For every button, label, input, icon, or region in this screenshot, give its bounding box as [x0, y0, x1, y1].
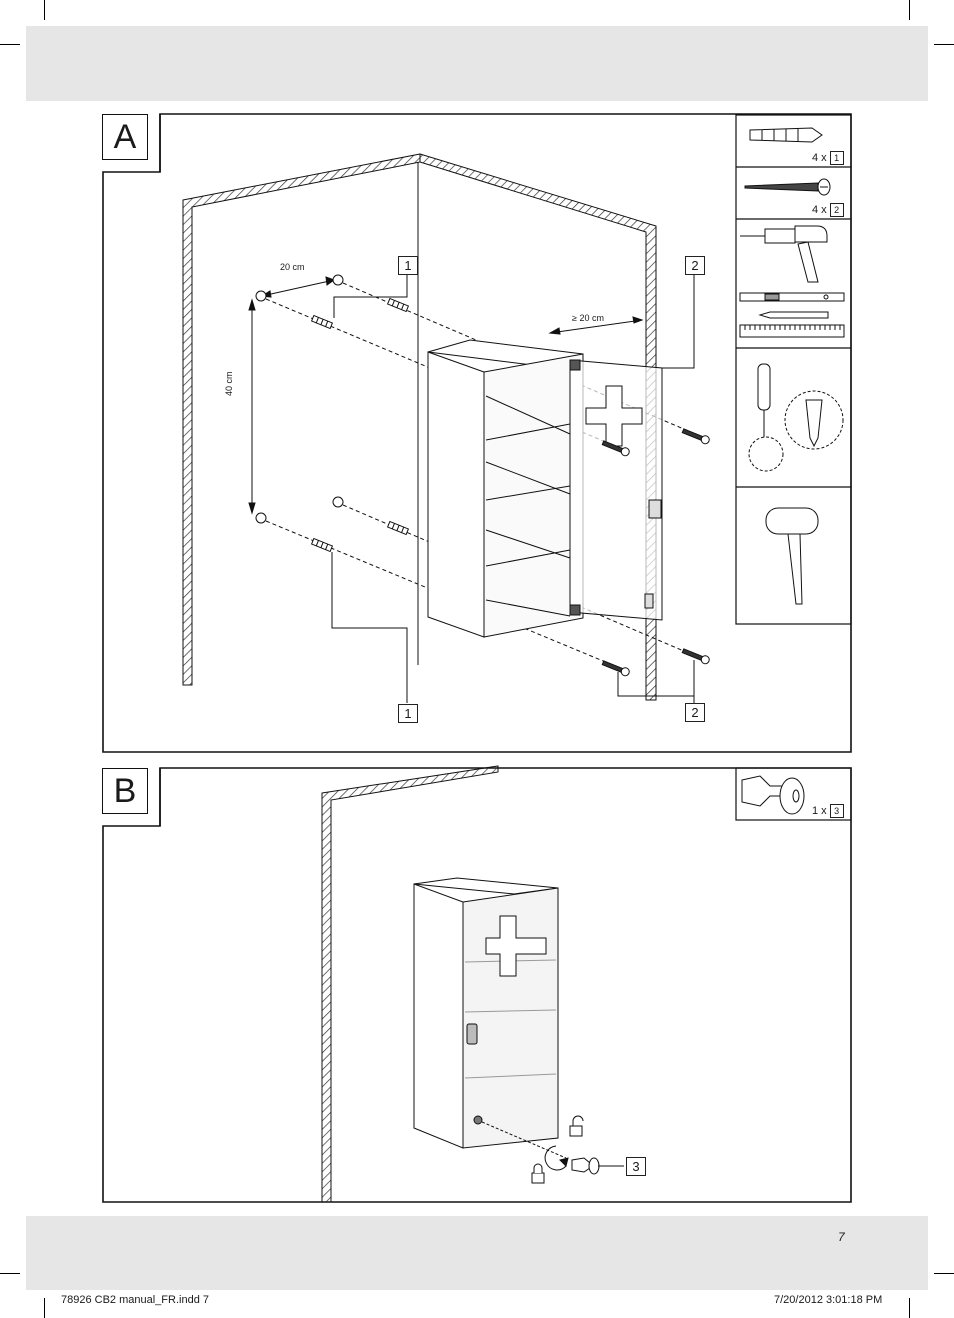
wall [321, 765, 499, 1203]
screw-icon [601, 428, 710, 677]
crop-mark [934, 1273, 954, 1274]
quantity-text: 4 x [812, 204, 827, 216]
callout-key: 3 [626, 1157, 646, 1176]
part-ref: 1 [829, 151, 844, 165]
panel-a-label: A [102, 114, 148, 160]
lock-icon [531, 1163, 545, 1184]
panel-b-label: B [102, 768, 148, 814]
cabinet-open-door [427, 339, 663, 638]
crop-mark [44, 0, 45, 20]
ruler-icon [739, 324, 845, 338]
hammer-icon [765, 507, 819, 605]
quantity-text: 1 x [812, 805, 827, 817]
dimension-clearance: ≥ 20 cm [572, 313, 604, 323]
key-icon [741, 775, 805, 815]
wall-plug-icon [310, 297, 410, 553]
callout-leaders [331, 274, 695, 703]
header-band [26, 26, 928, 101]
key-part-box [735, 767, 852, 821]
page-number: 7 [838, 1230, 845, 1244]
crop-mark [909, 1298, 910, 1318]
drill-hole-markers [255, 274, 344, 524]
callout-wall-plug: 1 [398, 704, 418, 723]
screwdriver-icon [748, 363, 844, 472]
crop-mark [909, 0, 910, 20]
panel-a-frame [102, 113, 852, 753]
pencil-icon [758, 311, 829, 319]
dimension-lines [248, 276, 644, 515]
drill-icon [740, 225, 828, 283]
spirit-level-icon [739, 292, 845, 302]
timestamp: 7/20/2012 3:01:18 PM [774, 1294, 883, 1306]
callout-wall-plug: 1 [398, 256, 418, 275]
wall-plug-icon [749, 127, 823, 143]
crop-mark [0, 1273, 20, 1274]
callout-screw: 2 [685, 256, 705, 275]
dimension-horizontal: 20 cm [280, 262, 305, 272]
corner-wall [182, 153, 657, 701]
crop-mark [0, 44, 20, 45]
key-icon [571, 1157, 624, 1175]
wall-plug-quantity: 4 x 1 [812, 151, 844, 165]
footer-band [26, 1216, 928, 1290]
dimension-vertical: 40 cm [224, 371, 234, 396]
quantity-text: 4 x [812, 152, 827, 164]
parts-sidebar [735, 114, 852, 625]
file-name: 78926 CB2 manual_FR.indd 7 [61, 1294, 209, 1306]
part-ref: 2 [829, 203, 844, 217]
unlock-icon [569, 1115, 584, 1137]
crop-mark [934, 44, 954, 45]
screw-quantity: 4 x 2 [812, 203, 844, 217]
callout-screw: 2 [685, 703, 705, 722]
cabinet-closed [413, 877, 559, 1149]
key-quantity: 1 x 3 [812, 804, 844, 818]
screw-icon [744, 178, 831, 196]
part-ref: 3 [829, 804, 844, 818]
key-insertion-detail [481, 1121, 569, 1171]
crop-mark [44, 1298, 45, 1318]
